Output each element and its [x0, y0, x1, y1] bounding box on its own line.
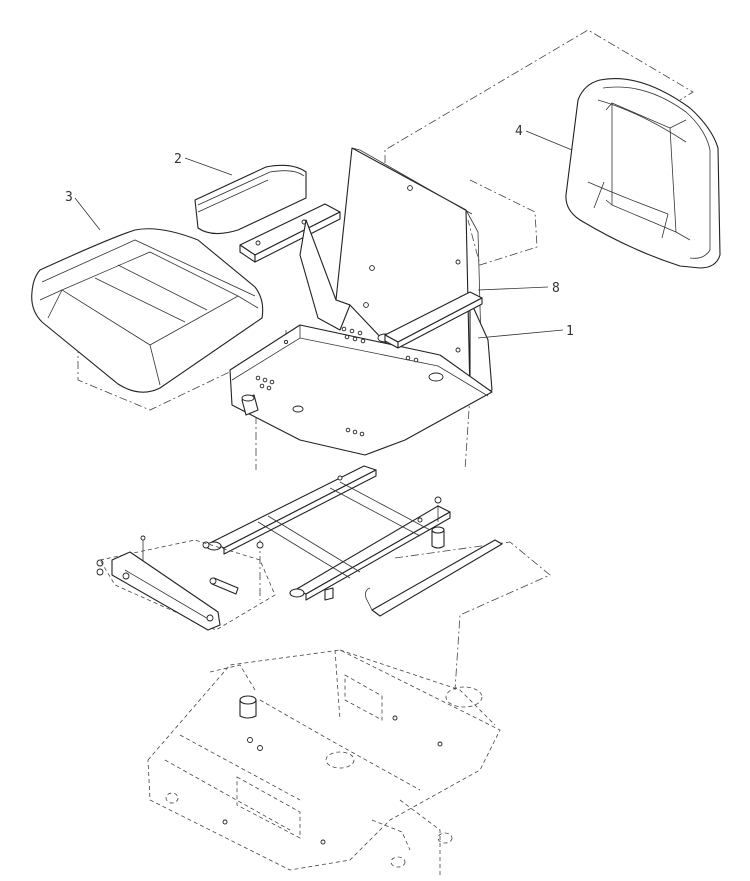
- callout-8: 8: [552, 281, 560, 296]
- seat-cushion: [31, 228, 264, 393]
- tractor-frame: [147, 649, 501, 875]
- seat-slide-frame: [206, 465, 451, 601]
- callout-3: 3: [65, 190, 73, 205]
- back-cushion: [565, 78, 721, 269]
- latch-plate: [99, 539, 276, 631]
- armrest-bracket-right: [384, 291, 483, 349]
- callout-4: 4: [515, 124, 523, 139]
- callout-1: 1: [566, 324, 574, 339]
- latch-rod: [365, 539, 503, 617]
- seat-stud: [241, 394, 259, 416]
- seat-base: [229, 147, 493, 456]
- callout-2: 2: [174, 152, 182, 167]
- hardware: [96, 496, 445, 595]
- leader-lines: [74, 130, 573, 339]
- armrest-pad: [194, 164, 307, 235]
- armrest-bracket-left: [239, 203, 341, 263]
